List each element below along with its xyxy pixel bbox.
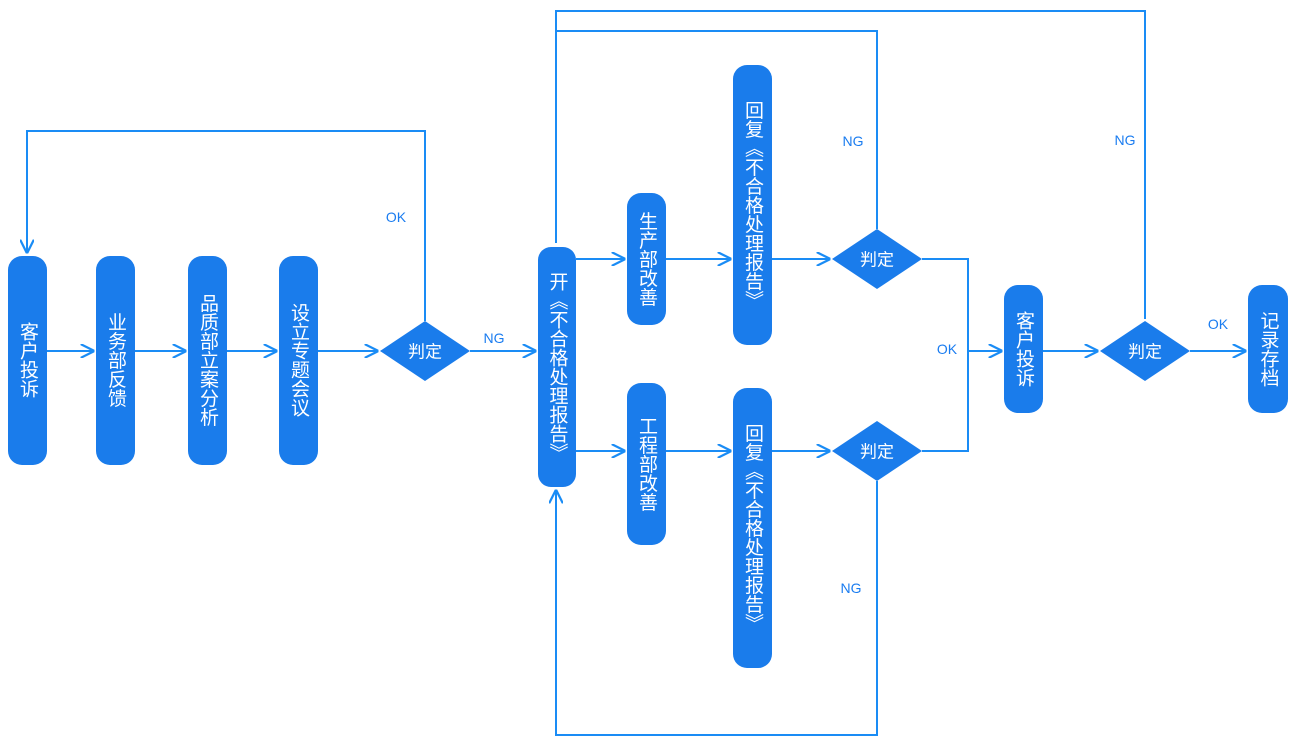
node-customer-complaint-2[interactable]: 客户投诉: [1004, 285, 1043, 413]
node-label: 开《不合格处理报告》: [547, 272, 569, 462]
edge-label-ng-4: NG: [1115, 132, 1136, 148]
edge-label-ng-2: NG: [843, 133, 864, 149]
node-record-archive[interactable]: 记录存档: [1248, 285, 1288, 413]
node-sales-feedback[interactable]: 业务部反馈: [96, 256, 135, 465]
node-label: 工程部改善: [636, 417, 658, 512]
decision-4[interactable]: 判定: [1100, 321, 1190, 381]
edge-d4-n5-ng: [555, 10, 1146, 319]
node-label: 客户投诉: [1013, 311, 1035, 387]
edge-label-ok-2: OK: [937, 341, 958, 357]
node-label: 业务部反馈: [105, 312, 127, 407]
edge-d3-n5-ng: [556, 481, 878, 736]
node-label: 回复《不合格处理报告》: [742, 101, 764, 310]
decision-label: 判定: [408, 343, 442, 362]
node-engineering-improve[interactable]: 工程部改善: [627, 383, 666, 545]
node-production-improve[interactable]: 生产部改善: [627, 193, 666, 325]
edge-layer: [27, 10, 1245, 736]
edge-label-ok-1: OK: [386, 209, 407, 225]
node-reply-ncr-engineering[interactable]: 回复《不合格处理报告》: [733, 388, 772, 668]
node-customer-complaint-1[interactable]: 客户投诉: [8, 256, 47, 465]
edge-label-ng-3: NG: [841, 580, 862, 596]
edge-d2-n5-ng: [555, 30, 878, 243]
node-quality-case-analysis[interactable]: 品质部立案分析: [188, 256, 227, 465]
node-open-ncr[interactable]: 开《不合格处理报告》: [538, 247, 576, 487]
node-label: 生产部改善: [636, 211, 658, 306]
edge-label-layer: OK NG NG NG OK NG OK: [386, 132, 1229, 596]
node-label: 客户投诉: [17, 322, 39, 398]
node-label: 回复《不合格处理报告》: [742, 424, 764, 633]
decision-label: 判定: [860, 251, 894, 270]
edge-d1-n1-ok: [27, 130, 426, 321]
decision-1[interactable]: 判定: [380, 321, 470, 381]
edge-label-ok-3: OK: [1208, 316, 1229, 332]
node-layer: 客户投诉 业务部反馈 品质部立案分析 设立专题会议 判定 开《不合格处理报告》 …: [8, 65, 1288, 668]
node-special-meeting[interactable]: 设立专题会议: [279, 256, 318, 465]
node-label: 品质部立案分析: [197, 294, 219, 427]
decision-2[interactable]: 判定: [832, 229, 922, 289]
decision-3[interactable]: 判定: [832, 421, 922, 481]
edge-d2-merge-ok: [922, 258, 969, 351]
node-label: 记录存档: [1258, 311, 1280, 387]
decision-label: 判定: [860, 443, 894, 462]
node-label: 设立专题会议: [288, 303, 310, 417]
edge-d3-merge-ok: [922, 351, 969, 452]
decision-label: 判定: [1128, 343, 1162, 362]
edge-label-ng-1: NG: [484, 330, 505, 346]
node-reply-ncr-production[interactable]: 回复《不合格处理报告》: [733, 65, 772, 345]
